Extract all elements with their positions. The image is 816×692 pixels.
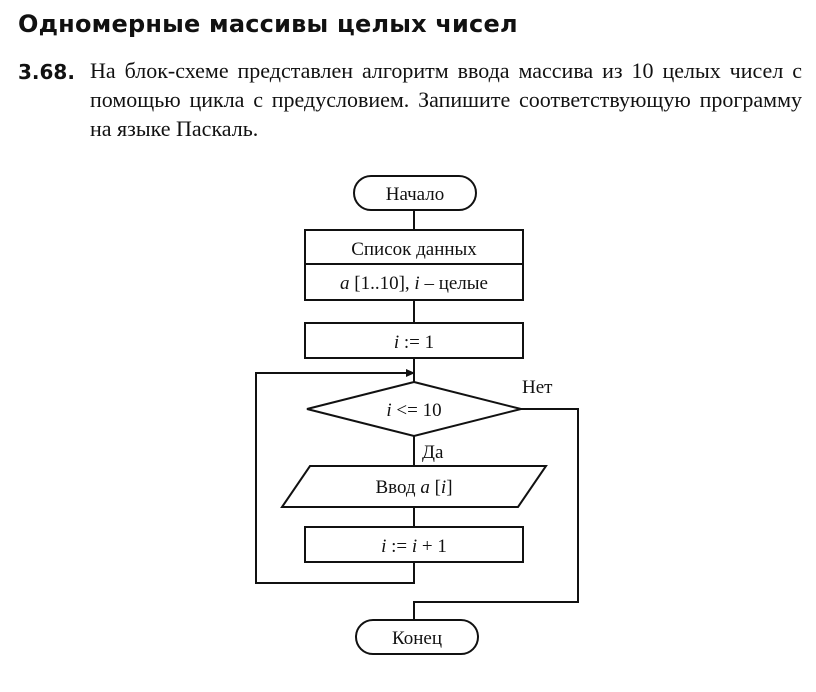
- increment-label: i := i + 1: [381, 536, 447, 557]
- input-parallelogram: [280, 465, 548, 508]
- loop-back-line: [255, 369, 415, 584]
- task-text: На блок-схеме представлен алгоритм ввода…: [90, 58, 802, 141]
- label-no: Нет: [522, 377, 553, 398]
- data-list-content: a [1..10], i – целые: [340, 273, 488, 294]
- init-block: [304, 322, 524, 359]
- condition-diamond: [306, 380, 522, 438]
- increment-block: [304, 526, 524, 563]
- task-number: 3.68.: [18, 60, 75, 84]
- condition-label: i <= 10: [386, 400, 441, 421]
- exit-line: [413, 408, 579, 620]
- end-label: Конец: [392, 628, 442, 649]
- label-yes: Да: [422, 442, 444, 463]
- input-label: Ввод a [i]: [375, 477, 452, 498]
- start-label: Начало: [386, 184, 445, 205]
- end-terminator: [355, 619, 479, 655]
- data-list-title: Список данных: [351, 239, 477, 260]
- start-terminator: [353, 175, 477, 211]
- section-title: Одномерные массивы целых чисел: [18, 10, 518, 38]
- init-label: i := 1: [394, 332, 434, 353]
